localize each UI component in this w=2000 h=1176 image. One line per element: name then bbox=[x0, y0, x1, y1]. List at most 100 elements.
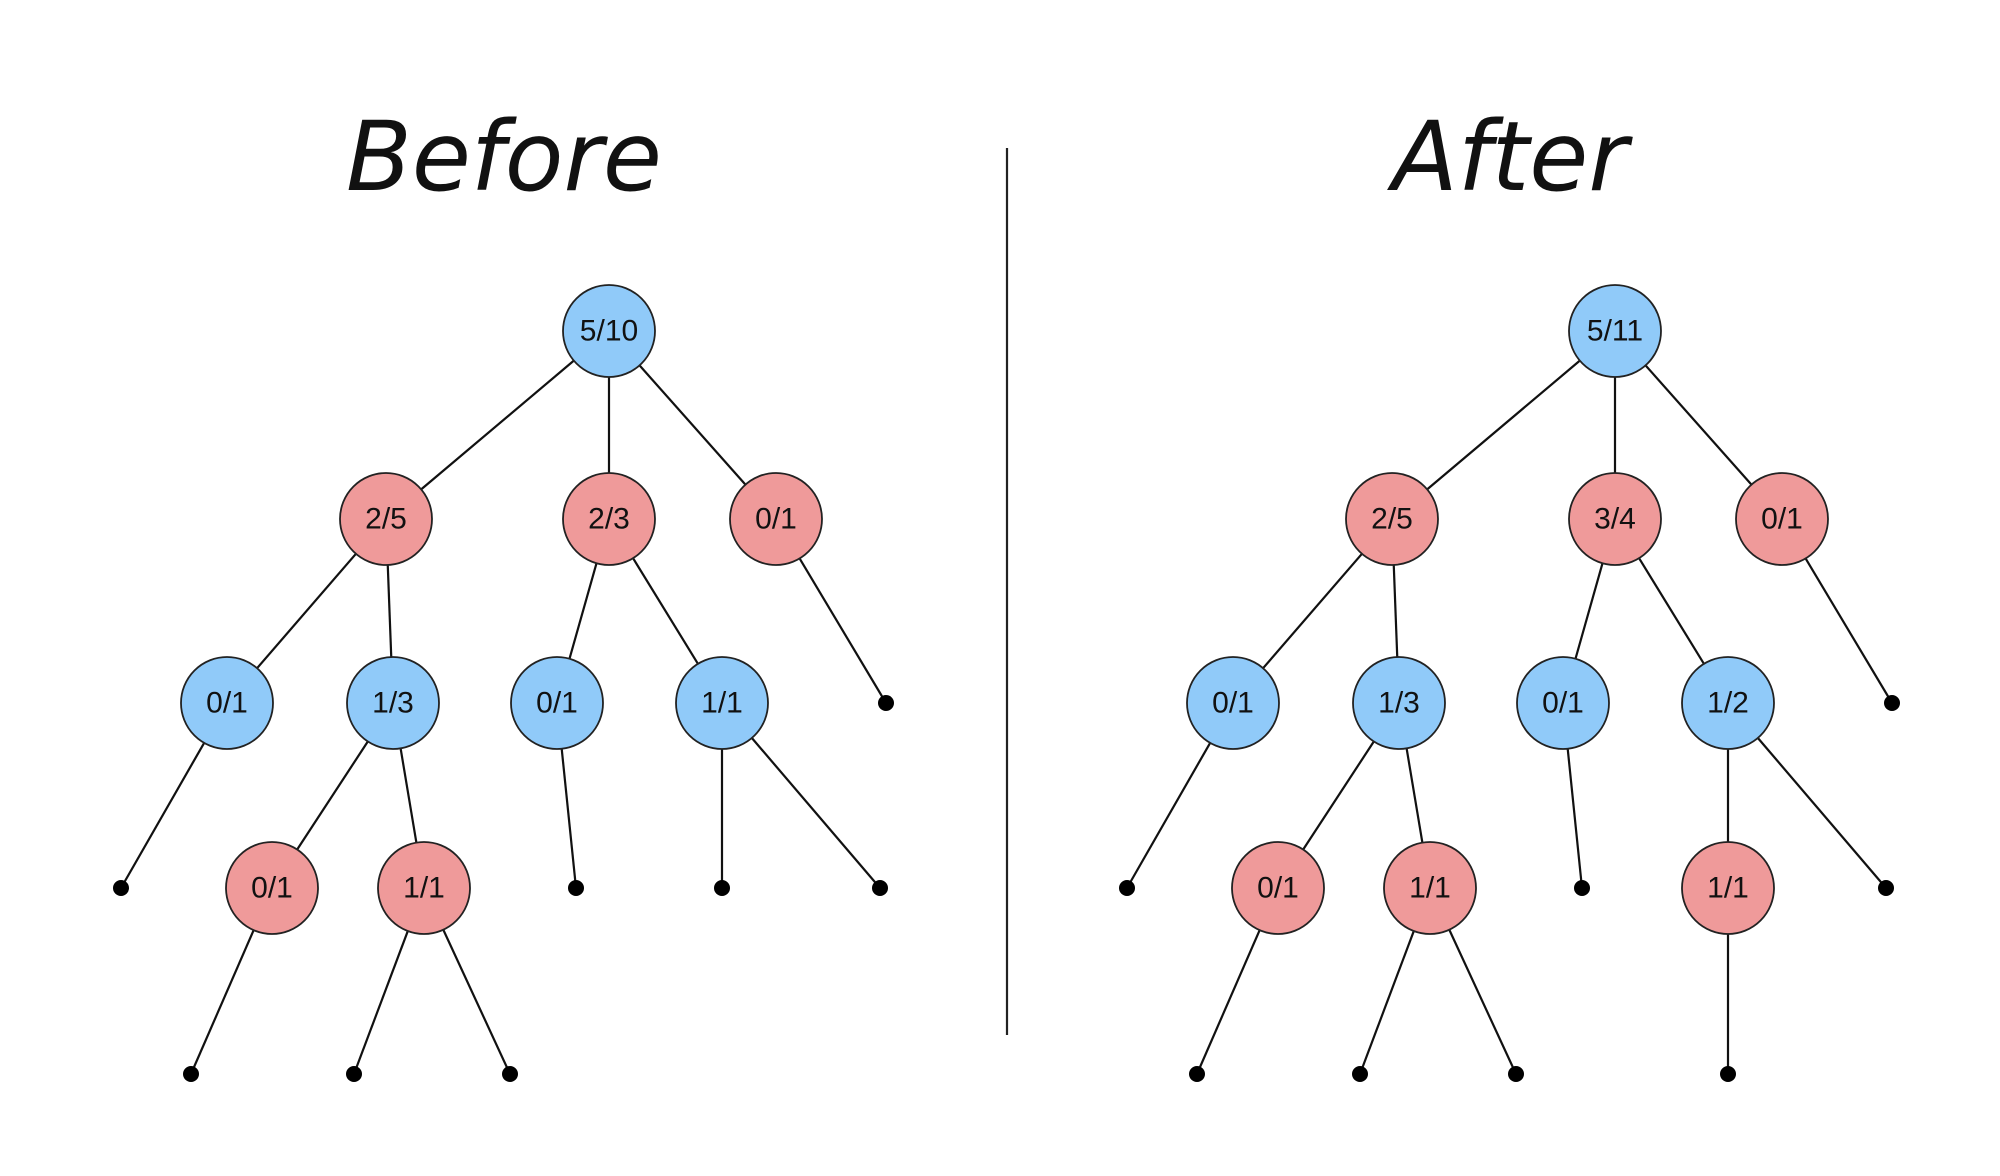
after-node-a2: 1/3 bbox=[1352, 656, 1446, 750]
before-edge-a2-a22 bbox=[399, 748, 418, 843]
after-edge-a2-a22 bbox=[1405, 748, 1424, 843]
before-node-label: 0/1 bbox=[251, 872, 293, 905]
before-leaf-dot bbox=[113, 880, 129, 896]
before-node-a1: 0/1 bbox=[180, 656, 274, 750]
before-node-a22: 1/1 bbox=[377, 841, 471, 935]
before-node-label: 0/1 bbox=[755, 503, 797, 536]
after-edge-a2-a21 bbox=[1302, 740, 1375, 851]
before-edge-a-a1 bbox=[256, 553, 357, 669]
before-leaf-dot bbox=[183, 1066, 199, 1082]
before-leaf-dot bbox=[502, 1066, 518, 1082]
before-leaf-dot bbox=[878, 695, 894, 711]
after-node-b: 3/4 bbox=[1568, 472, 1662, 566]
before-node-c: 0/1 bbox=[729, 472, 823, 566]
before-leaf-dot bbox=[714, 880, 730, 896]
before-node-circle bbox=[180, 656, 274, 750]
before-node-a2: 1/3 bbox=[346, 656, 440, 750]
after-leaf-dot bbox=[1119, 880, 1135, 896]
after-edge-a-a1 bbox=[1262, 553, 1363, 669]
after-node-label: 1/2 bbox=[1707, 687, 1749, 720]
after-node-b2: 1/2 bbox=[1681, 656, 1775, 750]
before-node-circle bbox=[729, 472, 823, 566]
before-leaf-edge-a21-5 bbox=[189, 929, 255, 1075]
before-node-label: 2/5 bbox=[365, 503, 407, 536]
after-node-circle bbox=[1681, 841, 1775, 935]
after-node-a21: 0/1 bbox=[1231, 841, 1325, 935]
before-node-label: 2/3 bbox=[588, 503, 630, 536]
after-node-label: 1/3 bbox=[1378, 687, 1420, 720]
after-leaf-dot bbox=[1508, 1066, 1524, 1082]
before-edge-root-a bbox=[420, 359, 575, 491]
after-leaf-edge-a22-5 bbox=[1358, 930, 1415, 1075]
before-node-circle bbox=[562, 472, 656, 566]
after-node-circle bbox=[1681, 656, 1775, 750]
before-edge-root-c bbox=[638, 364, 747, 486]
after-node-label: 1/1 bbox=[1707, 872, 1749, 905]
nodes-layer: 5/10 2/5 2/3 0/1 0/1 1/3 0/1 1/1 0/1 1/1 5/11 2/5 3/… bbox=[180, 284, 1829, 935]
before-node-circle bbox=[225, 841, 319, 935]
after-edge-root-c bbox=[1644, 364, 1753, 486]
after-node-circle bbox=[1735, 472, 1829, 566]
after-node-a22: 1/1 bbox=[1383, 841, 1477, 935]
before-node-circle bbox=[339, 472, 433, 566]
before-node-label: 1/1 bbox=[701, 687, 743, 720]
before-leaf-dot bbox=[568, 880, 584, 896]
after-node-circle bbox=[1568, 284, 1662, 378]
panel-title-before: Before bbox=[346, 101, 662, 213]
before-node-a: 2/5 bbox=[339, 472, 433, 566]
after-node-circle bbox=[1568, 472, 1662, 566]
after-leaf-dot bbox=[1189, 1066, 1205, 1082]
after-leaf-edge-a1-1 bbox=[1126, 742, 1212, 889]
after-node-circle bbox=[1516, 656, 1610, 750]
before-leaf-edge-a22-7 bbox=[442, 929, 511, 1075]
panel-title-after: After bbox=[1386, 101, 1633, 213]
before-node-label: 5/10 bbox=[580, 315, 638, 348]
leaves-layer bbox=[113, 695, 1900, 1082]
after-node-label: 0/1 bbox=[1542, 687, 1584, 720]
after-node-circle bbox=[1345, 472, 1439, 566]
before-node-circle bbox=[510, 656, 604, 750]
after-edge-b-b2 bbox=[1638, 557, 1705, 665]
before-edge-a2-a21 bbox=[296, 740, 369, 851]
before-node-label: 1/1 bbox=[403, 872, 445, 905]
before-node-circle bbox=[377, 841, 471, 935]
after-node-c: 0/1 bbox=[1735, 472, 1829, 566]
after-node-label: 0/1 bbox=[1761, 503, 1803, 536]
before-node-b: 2/3 bbox=[562, 472, 656, 566]
after-leaf-dot bbox=[1574, 880, 1590, 896]
after-node-label: 5/11 bbox=[1587, 315, 1643, 348]
before-leaf-edge-b1-2 bbox=[560, 748, 578, 889]
after-leaf-edge-c-0 bbox=[1804, 557, 1893, 704]
after-node-b1: 0/1 bbox=[1516, 656, 1610, 750]
after-node-a1: 0/1 bbox=[1186, 656, 1280, 750]
before-edge-b-b2 bbox=[632, 557, 699, 665]
after-node-a: 2/5 bbox=[1345, 472, 1439, 566]
after-node-circle bbox=[1231, 841, 1325, 935]
after-node-label: 0/1 bbox=[1257, 872, 1299, 905]
after-node-label: 1/1 bbox=[1409, 872, 1451, 905]
before-leaf-edge-a1-1 bbox=[120, 742, 206, 889]
after-node-circle bbox=[1186, 656, 1280, 750]
before-node-label: 0/1 bbox=[536, 687, 578, 720]
after-node-label: 3/4 bbox=[1594, 503, 1636, 536]
before-node-root: 5/10 bbox=[562, 284, 656, 378]
after-edge-b-b1 bbox=[1574, 562, 1604, 660]
after-leaf-dot bbox=[1878, 880, 1894, 896]
after-leaf-dot bbox=[1884, 695, 1900, 711]
after-node-label: 0/1 bbox=[1212, 687, 1254, 720]
after-leaf-edge-a22-6 bbox=[1448, 929, 1517, 1075]
before-node-label: 1/3 bbox=[372, 687, 414, 720]
after-leaf-dot bbox=[1352, 1066, 1368, 1082]
before-edge-b-b1 bbox=[568, 562, 598, 660]
after-node-circle bbox=[1383, 841, 1477, 935]
before-node-b1: 0/1 bbox=[510, 656, 604, 750]
edges-layer bbox=[120, 359, 1893, 1075]
after-leaf-edge-b2-3 bbox=[1757, 737, 1887, 889]
before-node-b2: 1/1 bbox=[675, 656, 769, 750]
before-leaf-dot bbox=[872, 880, 888, 896]
after-leaf-edge-b1-2 bbox=[1566, 748, 1584, 889]
before-node-a21: 0/1 bbox=[225, 841, 319, 935]
after-edge-a-a2 bbox=[1392, 564, 1399, 658]
before-node-label: 0/1 bbox=[206, 687, 248, 720]
